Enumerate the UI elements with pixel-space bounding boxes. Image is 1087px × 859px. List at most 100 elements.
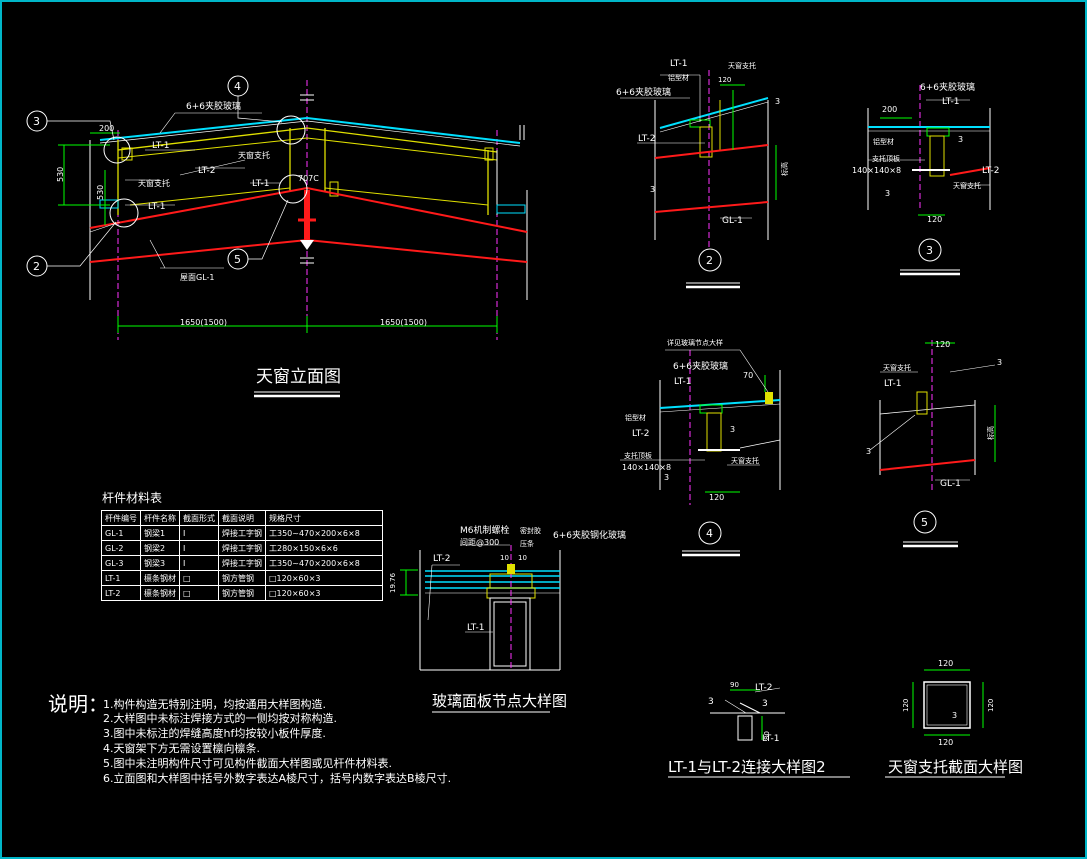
- d4-plate-name: 支托顶板: [624, 451, 652, 460]
- d2-side: 标高: [780, 162, 789, 176]
- table-row: LT-2 檩条钢材 □ 钢方管钢 □120×60×3: [101, 585, 383, 601]
- elev-support2-label: 天窗支托: [138, 178, 170, 188]
- gn-spacing: 间距@300: [460, 538, 499, 547]
- table-header-cell: 截面形式: [179, 510, 219, 526]
- table-cell: 焊接工字钢: [218, 555, 266, 571]
- elev-lt1b-label: LT-1: [252, 179, 269, 189]
- note-item: 3.图中未标注的焊缝高度hf均按较小板件厚度.: [103, 727, 326, 740]
- detail-5: 120 天窗支托 3 LT-1 3 GL-1 标高 5: [866, 340, 1002, 548]
- gn-h: 19.76: [389, 572, 397, 593]
- d4-alum: 铝型材: [625, 413, 646, 422]
- elev-callout-2: 2: [33, 260, 40, 273]
- table-cell: 檩条钢材: [140, 585, 180, 601]
- d3-dim200: 200: [882, 105, 897, 114]
- table-cell: □: [179, 585, 219, 601]
- d3-dim120: 120: [927, 215, 942, 224]
- ss-top: 120: [938, 659, 953, 668]
- table-header-cell: 截面说明: [218, 510, 266, 526]
- table-cell: □120×60×3: [265, 570, 383, 586]
- support-section-detail: 120 120 120 120 3: [885, 659, 1005, 778]
- gn-lt1: LT-1: [467, 623, 484, 633]
- ss-t3: 3: [952, 711, 957, 720]
- elev-callout-4: 4: [234, 80, 241, 93]
- table-cell: 焊接工字钢: [218, 525, 266, 541]
- d5-side: 标高: [986, 426, 995, 440]
- elev-dim-200: 200: [99, 124, 114, 133]
- detail-3: 6+6夹胶玻璃 200 LT-1 铝型材 3 支托顶板 140×140×8 LT…: [852, 81, 999, 276]
- d3-support: 天窗支托: [953, 181, 981, 190]
- table-cell: 钢方管钢: [218, 585, 266, 601]
- note-item: 5.图中未注明构件尺寸可见构件截面大样图或见杆件材料表.: [103, 757, 392, 770]
- gn-bar: 压条: [520, 539, 534, 548]
- note-item: 4.天窗架下方无需设置檩向檩条.: [103, 742, 260, 755]
- d2-w3b: 3: [650, 185, 655, 194]
- elev-gl1-label: 屋面GL-1: [180, 273, 215, 282]
- d5-dim120: 120: [935, 340, 950, 349]
- gn-d10: 10: [500, 554, 509, 562]
- table-cell: GL-1: [101, 525, 141, 541]
- glass-node-detail: M6机制螺栓 间距@300 密封胶 6+6夹胶钢化玻璃 压条 10 10 LT-…: [389, 524, 626, 713]
- d2-lt2: LT-2: [638, 134, 655, 144]
- d4-node: 详见玻璃节点大样: [667, 338, 723, 347]
- conn-w3a: 3: [708, 697, 714, 707]
- table-cell: 檩条钢材: [140, 570, 180, 586]
- table-cell: 焊接工字钢: [218, 540, 266, 556]
- d5-gl1: GL-1: [940, 479, 961, 489]
- d3-id: 3: [926, 244, 933, 257]
- conn-d90: 90: [730, 681, 739, 689]
- connection-detail: 90 LT-2 3 3 80 LT-1: [668, 681, 850, 778]
- d4-lt2: LT-2: [632, 429, 649, 439]
- d4-support: 天窗支托: [731, 456, 759, 465]
- table-cell: GL-3: [101, 555, 141, 571]
- d5-id: 5: [921, 516, 928, 529]
- d3-plate: 140×140×8: [852, 166, 901, 175]
- table-header-row: 杆件编号 杆件名称 截面形式 截面说明 规格尺寸: [101, 510, 383, 526]
- detail-4: 详见玻璃节点大样 6+6夹胶玻璃 70 LT-1 铝型材 LT-2 3 支托顶板…: [620, 338, 781, 557]
- gn-m6: M6机制螺栓: [460, 524, 510, 536]
- d2-lt1: LT-1: [670, 59, 687, 69]
- elev-dim-right-span: 1650(1500): [380, 318, 427, 327]
- conn-h: 80: [763, 731, 771, 740]
- d3-plate-name: 支托顶板: [872, 154, 900, 163]
- gn-bolt: 密封胶: [520, 526, 541, 535]
- elev-lt1c-label: LT-1: [148, 202, 165, 212]
- table-cell: I: [179, 525, 219, 541]
- glass-node-title: 玻璃面板节点大样图: [432, 692, 568, 710]
- d2-alum: 铝型材: [668, 73, 689, 82]
- elevation-title: 天窗立面图: [256, 367, 341, 387]
- table-header-cell: 杆件编号: [101, 510, 141, 526]
- d4-w3: 3: [730, 425, 735, 434]
- d3-w3: 3: [958, 135, 963, 144]
- elev-lt1-label: LT-1: [152, 141, 169, 151]
- d4-lt1: LT-1: [674, 377, 691, 387]
- table-row: GL-1 钢梁1 I 焊接工字钢 工350~470×200×6×8: [101, 525, 383, 541]
- material-table: 杆件编号 杆件名称 截面形式 截面说明 规格尺寸 GL-1 钢梁1 I 焊接工字…: [101, 510, 383, 601]
- table-header-cell: 杆件名称: [140, 510, 180, 526]
- gn-d10b: 10: [518, 554, 527, 562]
- ss-bottom: 120: [938, 738, 953, 747]
- d2-glass: 6+6夹胶玻璃: [616, 86, 671, 98]
- table-cell: 工350~470×200×6×8: [265, 555, 383, 571]
- d4-plate: 140×140×8: [622, 463, 671, 472]
- elev-dim-707: 707C: [298, 174, 319, 183]
- table-cell: 钢梁2: [140, 540, 180, 556]
- d4-dim120: 120: [709, 493, 724, 502]
- elev-lt2-label: LT-2: [198, 166, 215, 176]
- elev-callout-5: 5: [234, 253, 241, 266]
- note-item: 1.构件构造无特别注明，均按通用大样图构造.: [103, 698, 326, 711]
- material-table-title: 杆件材料表: [102, 491, 163, 505]
- table-cell: LT-2: [101, 585, 141, 601]
- table-header-cell: 规格尺寸: [265, 510, 383, 526]
- support-section-title: 天窗支托截面大样图: [888, 758, 1024, 776]
- table-cell: 钢梁1: [140, 525, 180, 541]
- table-row: GL-3 钢梁3 I 焊接工字钢 工350~470×200×6×8: [101, 555, 383, 571]
- note-item: 6.立面图和大样图中括号外数字表达A棱尺寸，括号内数字表达B棱尺寸.: [103, 772, 452, 785]
- d3-glass: 6+6夹胶玻璃: [920, 81, 975, 93]
- elev-dim-left-span: 1650(1500): [180, 318, 227, 327]
- table-cell: GL-2: [101, 540, 141, 556]
- conn-w3b: 3: [762, 699, 768, 709]
- table-cell: 工280×150×6×6: [265, 540, 383, 556]
- skylight-elevation: 6+6夹胶玻璃 LT-1 天窗支托 LT-2 天窗支托 LT-1 LT-1 屋面…: [26, 75, 528, 398]
